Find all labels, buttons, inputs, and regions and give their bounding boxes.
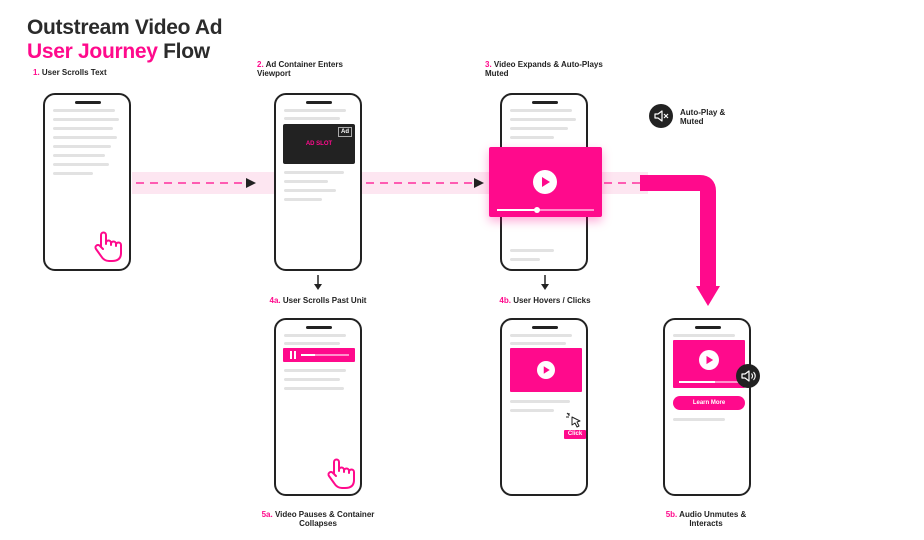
text-line (53, 172, 93, 175)
text-line (510, 249, 554, 252)
down-arrow-icon (314, 284, 322, 290)
phone-1 (43, 93, 131, 271)
volume-icon[interactable] (736, 364, 760, 388)
text-line (53, 136, 117, 139)
phone-notch (75, 101, 101, 104)
mute-icon (649, 104, 673, 128)
text-line (673, 418, 725, 421)
text-line (673, 334, 735, 337)
phone-notch (695, 326, 721, 329)
phone-notch (532, 326, 558, 329)
ad-slot-label: AD SLOT (305, 141, 333, 147)
video-player[interactable] (510, 348, 582, 392)
text-line (284, 387, 344, 390)
mini-progress-fill (301, 354, 315, 356)
text-line (510, 258, 540, 261)
text-line (510, 400, 570, 403)
ad-badge: Ad (338, 127, 352, 137)
text-line (284, 109, 346, 112)
step-1-label: 1. User Scrolls Text (33, 68, 107, 77)
text-line (510, 334, 572, 337)
unmuted-video-player[interactable] (673, 340, 745, 388)
text-line (53, 163, 109, 166)
phone-5b: Learn More (663, 318, 751, 496)
play-icon[interactable] (699, 350, 719, 370)
phone-notch (532, 101, 558, 104)
step-4a-label: 4a. User Scrolls Past Unit (269, 296, 367, 305)
diagram-title: Outstream Video Ad User Journey Flow (27, 16, 287, 64)
arrowhead-2 (474, 178, 484, 188)
collapsed-video-bar[interactable] (283, 348, 355, 362)
text-line (284, 117, 340, 120)
text-line (510, 109, 572, 112)
play-icon[interactable] (537, 361, 555, 379)
text-line (53, 154, 105, 157)
text-line (284, 369, 346, 372)
pause-icon[interactable] (289, 351, 297, 359)
step-2-label: 2. Ad Container Enters Viewport (257, 60, 343, 78)
click-tag: Click (564, 430, 586, 439)
video-progress-fill (497, 209, 537, 211)
phone-4b: Click (500, 318, 588, 496)
phone-2: Ad AD SLOT (274, 93, 362, 271)
title-highlight: User Journey (27, 40, 158, 63)
video-progress-knob[interactable] (534, 207, 540, 213)
title-line-2-rest: Flow (157, 40, 210, 63)
text-line (284, 342, 340, 345)
text-line (284, 378, 340, 381)
big-elbow-arrow (640, 175, 716, 290)
step-3-label: 3. Video Expands & Auto-Plays Muted (485, 60, 603, 78)
expanded-video-player[interactable] (489, 147, 602, 217)
phone-4a (274, 318, 362, 496)
ad-slot-container[interactable]: Ad AD SLOT (283, 124, 355, 164)
pointer-hand-icon (94, 231, 122, 262)
text-line (510, 136, 554, 139)
text-line (284, 198, 322, 201)
pointer-hand-icon (327, 458, 355, 489)
text-line (284, 334, 346, 337)
learn-more-button[interactable]: Learn More (673, 396, 745, 410)
video-progress-fill (679, 381, 715, 383)
step-5b-label: 5b. Audio Unmutes & Interacts (665, 510, 747, 528)
phone-notch (306, 101, 332, 104)
phone-notch (306, 326, 332, 329)
video-progress-track[interactable] (497, 209, 594, 211)
click-cursor-icon (566, 412, 581, 428)
title-line-1: Outstream Video Ad (27, 16, 223, 39)
text-line (53, 109, 115, 112)
text-line (53, 145, 111, 148)
text-line (510, 409, 554, 412)
text-line (510, 118, 576, 121)
text-line (284, 189, 336, 192)
arrowhead-1 (246, 178, 256, 188)
big-arrowhead (696, 286, 720, 306)
text-line (284, 180, 328, 183)
down-arrow-icon (541, 284, 549, 290)
mini-progress-track (301, 354, 349, 356)
autoplay-note: Auto-Play & Muted (680, 108, 726, 126)
step-5a-label: 5a. Video Pauses & Container Collapses (261, 510, 375, 528)
text-line (510, 342, 566, 345)
text-line (284, 171, 344, 174)
play-icon[interactable] (533, 170, 557, 194)
text-line (510, 127, 568, 130)
step-4b-label: 4b. User Hovers / Clicks (499, 296, 591, 305)
text-line (53, 127, 113, 130)
text-line (53, 118, 119, 121)
